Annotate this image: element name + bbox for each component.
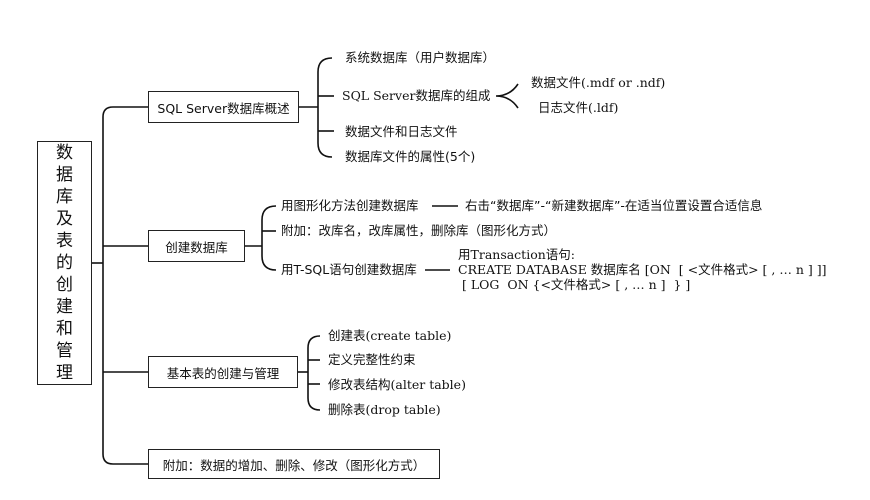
tsql-line-create: CREATE DATABASE 数据库名 [ON [ <文件格式> [ , … … [458,262,827,277]
node-rename-alter-drop: 附加：改库名，改库属性，删除库（图形化方式） [281,223,557,238]
root-title-char: 管 [56,341,73,361]
root-title-char: 的 [56,253,73,273]
root-title-char: 数 [56,143,73,163]
branch-table-management: 基本表的创建与管理 [148,356,298,388]
node-drop-table: 删除表(drop table) [328,402,441,417]
root-title-char: 表 [56,231,73,251]
node-file-properties: 数据库文件的属性(5个) [345,149,476,164]
node-system-databases: 系统数据库（用户数据库） [345,50,496,65]
tsql-line-intro: 用Transaction语句: [458,247,575,262]
node-tsql-create-database: 用T-SQL语句创建数据库 [281,262,417,277]
root-title-char: 及 [56,209,73,229]
node-gui-create-detail: 右击“数据库”-“新建数据库”-在适当位置设置合适信息 [465,198,763,213]
branch-data-crud: 附加：数据的增加、删除、修改（图形化方式） [148,449,440,479]
tsql-line-log: [ LOG ON {<文件格式> [ , … n ] } ] [462,277,691,292]
node-create-table: 创建表(create table) [328,328,452,343]
root-title-char: 建 [56,297,73,317]
composition-fork [495,83,519,109]
trunk-line-lower [102,263,148,465]
branch1-fan [317,57,333,158]
node-alter-table: 修改表结构(alter table) [328,377,466,392]
branch2-fan [261,205,277,271]
node-data-and-log-files: 数据文件和日志文件 [345,124,458,139]
node-data-file: 数据文件(.mdf or .ndf) [531,75,666,90]
root-title-char: 库 [56,187,73,207]
branch-create-database: 创建数据库 [148,230,245,262]
branch3-fan [307,335,321,411]
node-gui-create-database: 用图形化方法创建数据库 [281,198,419,213]
node-tsql-syntax: 用Transaction语句: CREATE DATABASE 数据库名 [ON… [458,247,826,292]
node-log-file: 日志文件(.ldf) [538,100,619,115]
root-title-char: 创 [56,275,73,295]
root-node: 数据库及表的创建和管理 [37,141,92,385]
root-title-char: 据 [56,165,73,185]
root-title-char: 和 [56,319,73,339]
branch-sql-server-overview: SQL Server数据库概述 [148,91,299,123]
node-database-composition: SQL Server数据库的组成 [342,88,491,103]
root-title-char: 理 [56,363,73,383]
trunk-line [102,106,148,263]
node-integrity-constraints: 定义完整性约束 [328,352,416,367]
